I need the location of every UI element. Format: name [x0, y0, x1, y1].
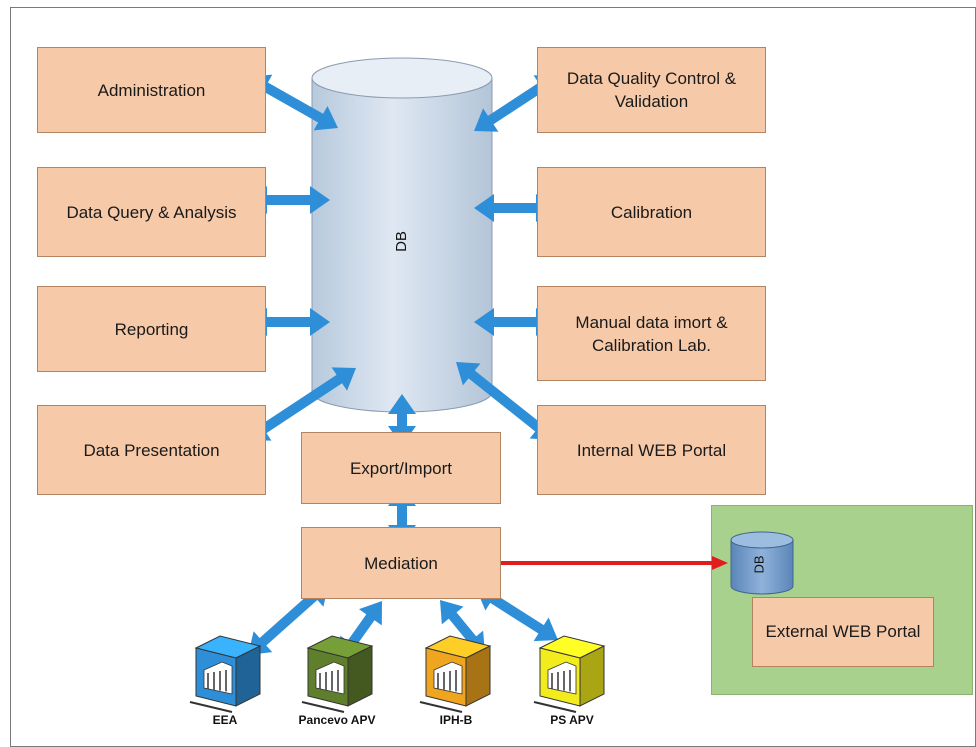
- mediation-box: Mediation: [301, 527, 501, 599]
- external-db-cylinder: [730, 531, 794, 595]
- external-portal-label: External WEB Portal: [765, 622, 921, 641]
- internal-portal-box: Internal WEB Portal: [537, 405, 766, 495]
- arrow-mediation-psapv: [476, 586, 558, 642]
- query-label: Data Query & Analysis: [66, 202, 237, 222]
- manual-import-box: Manual data imort & Calibration Lab.: [537, 286, 766, 381]
- manual-import-label-line2: Calibration Lab.: [591, 335, 712, 355]
- iphb-datacenter-icon: [419, 635, 492, 713]
- external-portal-box: External WEB Portal: [752, 597, 934, 667]
- arrow-query-db: [247, 186, 330, 214]
- arrow-reporting-db: [247, 308, 330, 336]
- arrow-administration-db: [248, 74, 338, 131]
- calibration-label: Calibration: [610, 202, 693, 222]
- source-label-pancevo: Pancevo APV: [298, 713, 376, 727]
- presentation-label: Data Presentation: [83, 440, 220, 460]
- quality-label-line2: Validation: [614, 92, 689, 111]
- arrow-mediation-eea: [248, 583, 329, 655]
- eea-datacenter-icon: [189, 635, 262, 713]
- administration-box: Administration: [37, 47, 266, 133]
- external-db-label: DB: [751, 555, 767, 574]
- quality-box: Data Quality Control & Validation: [537, 47, 766, 133]
- arrow-manual-import-db: [474, 308, 556, 336]
- internal-portal-label: Internal WEB Portal: [576, 440, 727, 460]
- export-import-box: Export/Import: [301, 432, 501, 504]
- mediation-label: Mediation: [364, 553, 438, 573]
- arrow-presentation-db: [247, 367, 356, 441]
- manual-import-label-line1: Manual data imort &: [575, 312, 728, 332]
- red-arrow: [500, 556, 728, 570]
- psapv-datacenter-icon: [533, 635, 606, 713]
- arrow-mediation-iphb: [440, 600, 485, 655]
- query-box: Data Query & Analysis: [37, 167, 266, 257]
- source-label-iphb: IPH-B: [439, 713, 473, 727]
- presentation-box: Data Presentation: [37, 405, 266, 495]
- calibration-box: Calibration: [537, 167, 766, 257]
- blue-arrows: [247, 74, 558, 660]
- arrow-internal-portal-db: [456, 362, 554, 440]
- export-import-label: Export/Import: [349, 458, 453, 478]
- source-icons: [189, 635, 606, 713]
- source-label-psapv: PS APV: [550, 713, 594, 727]
- administration-label: Administration: [97, 80, 206, 100]
- central-db-label: DB: [392, 231, 410, 252]
- pancevo-datacenter-icon: [301, 635, 374, 713]
- reporting-box: Reporting: [37, 286, 266, 372]
- central-db-cylinder: [311, 57, 493, 413]
- quality-label-line1: Data Quality Control &: [566, 69, 737, 88]
- arrow-calibration-db: [474, 194, 556, 222]
- reporting-label: Reporting: [114, 319, 189, 339]
- source-label-eea: EEA: [212, 713, 238, 727]
